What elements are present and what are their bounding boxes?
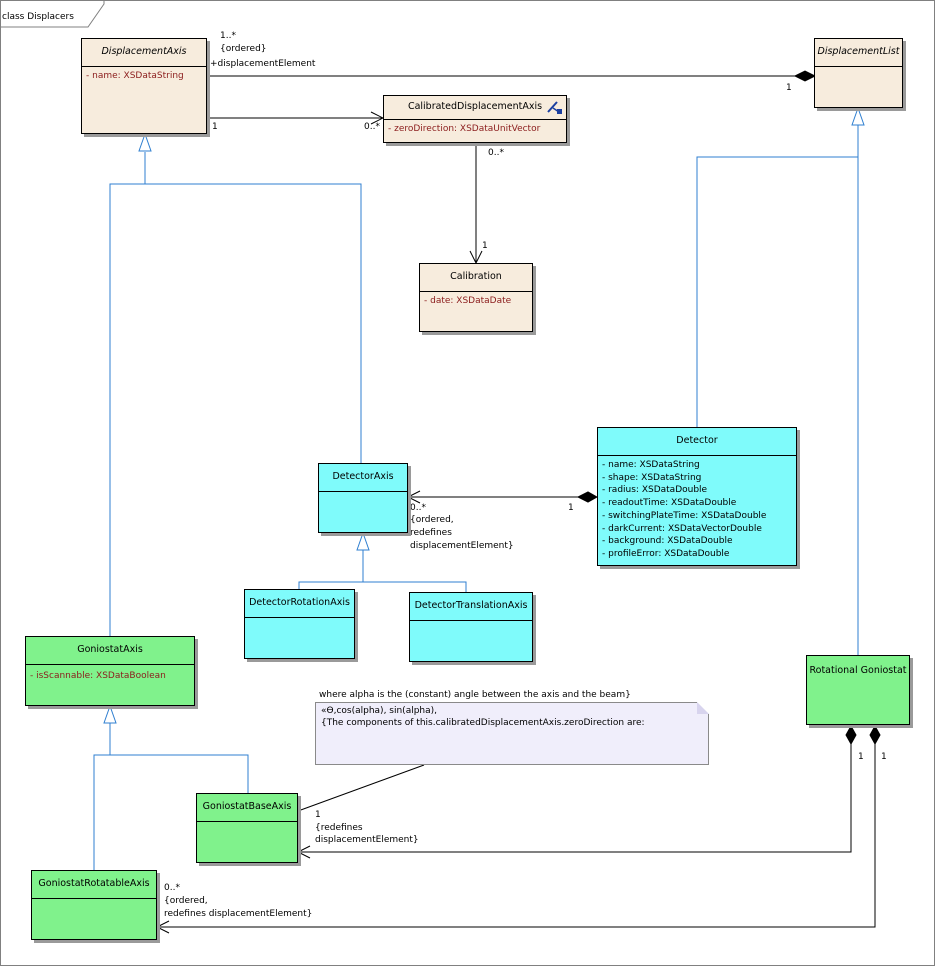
label-detector-one: 1 — [568, 503, 574, 513]
gen-arrow-da — [138, 132, 152, 152]
class-rotational-goniostat[interactable]: Rotational Goniostat — [806, 655, 910, 725]
label-cal-many: 0..* — [364, 122, 380, 132]
label-dl-one: 1 — [786, 83, 792, 93]
note-anchor — [297, 764, 425, 812]
label-da-ordered: {ordered} — [220, 44, 267, 54]
gen-trans-to-detaxis — [363, 581, 467, 592]
detector-attr: - shape: XSDataString — [602, 472, 702, 483]
diamond-dl — [793, 70, 817, 82]
diamond-rg-a — [845, 724, 857, 746]
class-name: GoniostatAxis — [26, 637, 194, 665]
detector-attr: - background: XSDataDouble — [602, 536, 733, 547]
gen-detector-to-dl — [696, 125, 859, 427]
class-attr: - zeroDirection: XSDataUnitVector — [388, 124, 541, 134]
label-base-c2: displacementElement} — [315, 835, 419, 845]
detector-attr: - radius: XSDataDouble — [602, 485, 708, 496]
class-name: GoniostatBaseAxis — [197, 794, 297, 822]
diamond-rg-b — [869, 724, 881, 746]
note-line2a: «Ɵ,cos(alpha), sin(alpha), — [321, 706, 438, 716]
gen-base-to-ga — [110, 754, 249, 793]
gen-arrow-dl — [851, 106, 865, 126]
class-name: DetectorRotationAxis — [245, 590, 354, 618]
label-detaxis-c1: {ordered, — [410, 515, 454, 525]
note-fold — [697, 702, 709, 714]
class-displacement-list[interactable]: DisplacementList — [814, 38, 903, 108]
detector-attr: - switchingPlateTime: XSDataDouble — [602, 510, 767, 521]
class-calibrated-displacement-axis[interactable]: CalibratedDisplacementAxis - zeroDirecti… — [383, 95, 567, 143]
label-calib-one: 1 — [482, 241, 488, 251]
class-name: DetectorTranslationAxis — [410, 593, 532, 621]
label-rot-many: 0..* — [164, 883, 180, 893]
detector-attr: - profileError: XSDataDouble — [602, 548, 730, 559]
label-cal-down-many: 0..* — [488, 148, 504, 158]
class-name: Rotational Goniostat — [809, 665, 907, 676]
label-base-c1: {redefines — [315, 823, 363, 833]
gen-goniostat-to-da — [109, 152, 146, 636]
gen-rotatable-to-ga — [93, 723, 111, 870]
label-rot-c1: {ordered, — [164, 896, 208, 906]
class-attrs: - name: XSDataString - shape: XSDataStri… — [598, 456, 796, 561]
class-attr: - date: XSDataDate — [424, 296, 512, 306]
label-detaxis-c3: displacementElement} — [410, 541, 514, 551]
class-attr: - name: XSDataString — [86, 71, 184, 81]
diamond-detector — [576, 491, 599, 503]
label-rg-one-a: 1 — [858, 752, 864, 762]
class-detector-translation-axis[interactable]: DetectorTranslationAxis — [409, 592, 533, 662]
class-goniostat-axis[interactable]: GoniostatAxis - isScannable: XSDataBoole… — [25, 636, 195, 706]
class-name: DetectorAxis — [319, 464, 407, 492]
note-line2b: {The components of this.calibratedDispla… — [321, 718, 645, 728]
label-da-cal-one: 1 — [212, 122, 218, 132]
class-name: Calibration — [420, 264, 532, 292]
note-line1: where alpha is the (constant) angle betw… — [319, 690, 631, 700]
class-calibration[interactable]: Calibration - date: XSDataDate — [419, 263, 533, 332]
edit-icon — [547, 101, 562, 114]
class-name: GoniostatRotatableAxis — [32, 871, 156, 899]
class-attr: - isScannable: XSDataBoolean — [30, 671, 166, 681]
assoc-rg-base — [298, 744, 852, 853]
detector-attr: - readoutTime: XSDataDouble — [602, 498, 737, 509]
class-name: DisplacementList — [815, 39, 902, 67]
label-da-role: +displacementElement — [210, 59, 316, 69]
label-da-mult: 1..* — [220, 31, 236, 41]
gen-arrow-detaxis — [356, 531, 370, 551]
class-detector[interactable]: Detector - name: XSDataString - shape: X… — [597, 427, 797, 566]
label-base-one: 1 — [315, 810, 321, 820]
detector-attr: - darkCurrent: XSDataVectorDouble — [602, 523, 762, 534]
constraint-note: «Ɵ,cos(alpha), sin(alpha), {The componen… — [315, 702, 709, 765]
label-detaxis-c2: redefines — [410, 528, 452, 538]
gen-rot-to-detaxis — [298, 550, 364, 589]
label-rot-c2: redefines displacementElement} — [164, 909, 313, 919]
assoc-rg-rotatable — [157, 744, 876, 928]
label-detaxis-many: 0..* — [410, 503, 426, 513]
detector-attr: - name: XSDataString — [602, 460, 700, 470]
gen-detectoraxis-to-da — [145, 183, 362, 463]
class-name: Detector — [598, 428, 796, 456]
label-rg-one-b: 1 — [881, 752, 887, 762]
frame-title: class Displacers — [2, 12, 74, 22]
class-goniostat-rotatable-axis[interactable]: GoniostatRotatableAxis — [31, 870, 157, 940]
class-goniostat-base-axis[interactable]: GoniostatBaseAxis — [196, 793, 298, 863]
class-name: CalibratedDisplacementAxis — [384, 96, 566, 120]
class-displacement-axis[interactable]: DisplacementAxis - name: XSDataString — [81, 38, 207, 134]
class-detector-rotation-axis[interactable]: DetectorRotationAxis — [244, 589, 355, 659]
class-name: DisplacementAxis — [82, 39, 206, 67]
class-detector-axis[interactable]: DetectorAxis — [318, 463, 408, 533]
gen-arrow-ga — [103, 704, 117, 724]
